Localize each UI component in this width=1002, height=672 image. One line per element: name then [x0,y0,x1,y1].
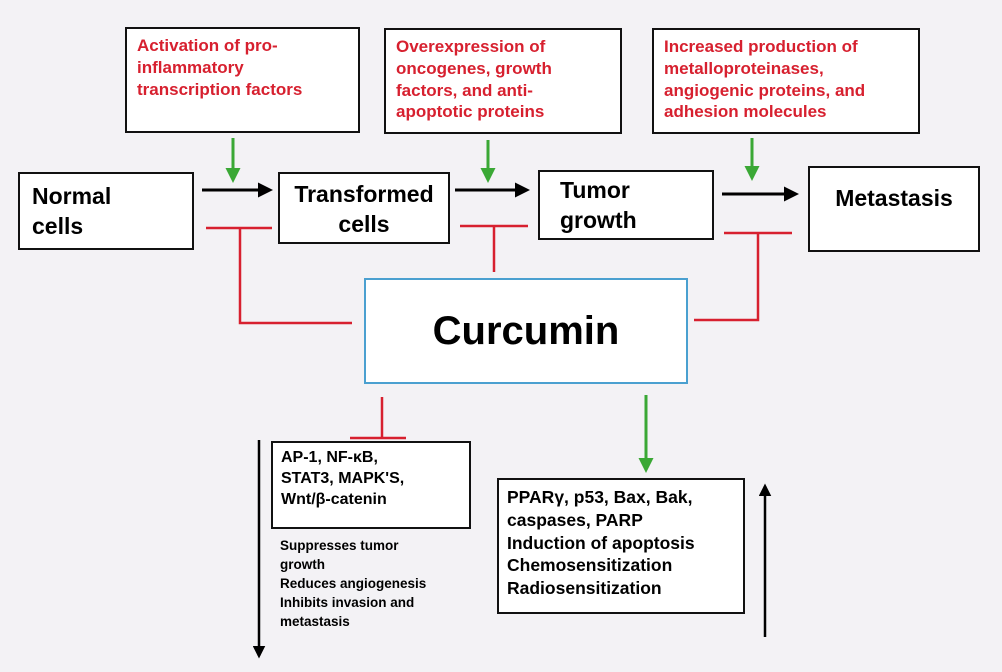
trigger-box-inflammatory-line-3: transcription factors [137,79,303,99]
induced-target-line-5: Radiosensitization [507,578,662,598]
trigger-box-inflammatory: Activation of pro- inflammatory transcri… [125,27,360,133]
stage-normal-cells-line-1: Normal [32,183,112,209]
trigger-box-metalloproteinases-line-4: adhesion molecules [664,102,827,122]
stage-metastasis: Metastasis [808,166,980,252]
inhibited-effect-line-1: Suppresses tumor [280,538,399,553]
induced-target-line-2: caspases, PARP [507,509,643,530]
induced-targets-box: PPARγ, p53, Bax, Bak, caspases, PARP Ind… [497,478,745,614]
inhibited-target-line-2: STAT3, MAPK'S, [281,470,405,488]
induced-target-line-4: Chemosensitization [507,555,673,576]
stage-tumor-growth-line-1: Tumor [560,177,630,203]
stage-transformed-cells-line-2: cells [338,210,390,237]
trigger-box-oncogenes-line-4: apoptotic proteins [396,102,545,122]
inhibited-target-line-1: AP-1, NF-κB, [281,449,378,466]
trigger-box-metalloproteinases-line-3: angiogenic proteins, and [664,80,866,100]
trigger-box-oncogenes-line-2: oncogenes, growth [396,58,552,78]
stage-metastasis-line-1: Metastasis [835,185,953,211]
inhibited-target-line-3: Wnt/β-catenin [281,491,387,509]
curcumin-label: Curcumin [432,308,620,353]
trigger-box-oncogenes-line-1: Overexpression of [396,37,546,56]
stage-normal-cells-line-2: cells [32,212,84,239]
inhibited-effects-list: Suppresses tumor growth Reduces angiogen… [280,537,426,631]
inhibited-targets-box: AP-1, NF-κB, STAT3, MAPK'S, Wnt/β-cateni… [271,441,471,529]
trigger-box-inflammatory-line-2: inflammatory [137,57,244,77]
stage-tumor-growth: Tumor growth [538,170,714,240]
induced-target-line-1: PPARγ, p53, Bax, Bak, [507,487,693,507]
inhibited-effect-line-3: Reduces angiogenesis [280,575,427,591]
trigger-box-metalloproteinases: Increased production of metalloproteinas… [652,28,920,134]
curcumin-center-box: Curcumin [364,278,688,384]
inhibited-effect-line-4: Inhibits invasion and [280,594,415,610]
stage-transformed-cells: Transformed cells [278,172,450,244]
inhibit-line-left [238,228,352,325]
trigger-box-inflammatory-line-1: Activation of pro- [137,36,278,55]
inhibited-effect-line-2: growth [280,556,325,572]
stage-normal-cells: Normal cells [18,172,194,250]
trigger-box-oncogenes: Overexpression of oncogenes, growth fact… [384,28,622,134]
inhibit-line-right [694,233,760,322]
stage-transformed-cells-line-1: Transformed [294,181,434,207]
trigger-box-oncogenes-line-3: factors, and anti- [396,80,533,100]
stage-tumor-growth-line-2: growth [560,206,637,233]
inhibited-effect-line-5: metastasis [280,613,350,629]
trigger-box-metalloproteinases-line-2: metalloproteinases, [664,58,824,78]
induced-target-line-3: Induction of apoptosis [507,532,695,553]
trigger-box-metalloproteinases-line-1: Increased production of [664,37,858,56]
